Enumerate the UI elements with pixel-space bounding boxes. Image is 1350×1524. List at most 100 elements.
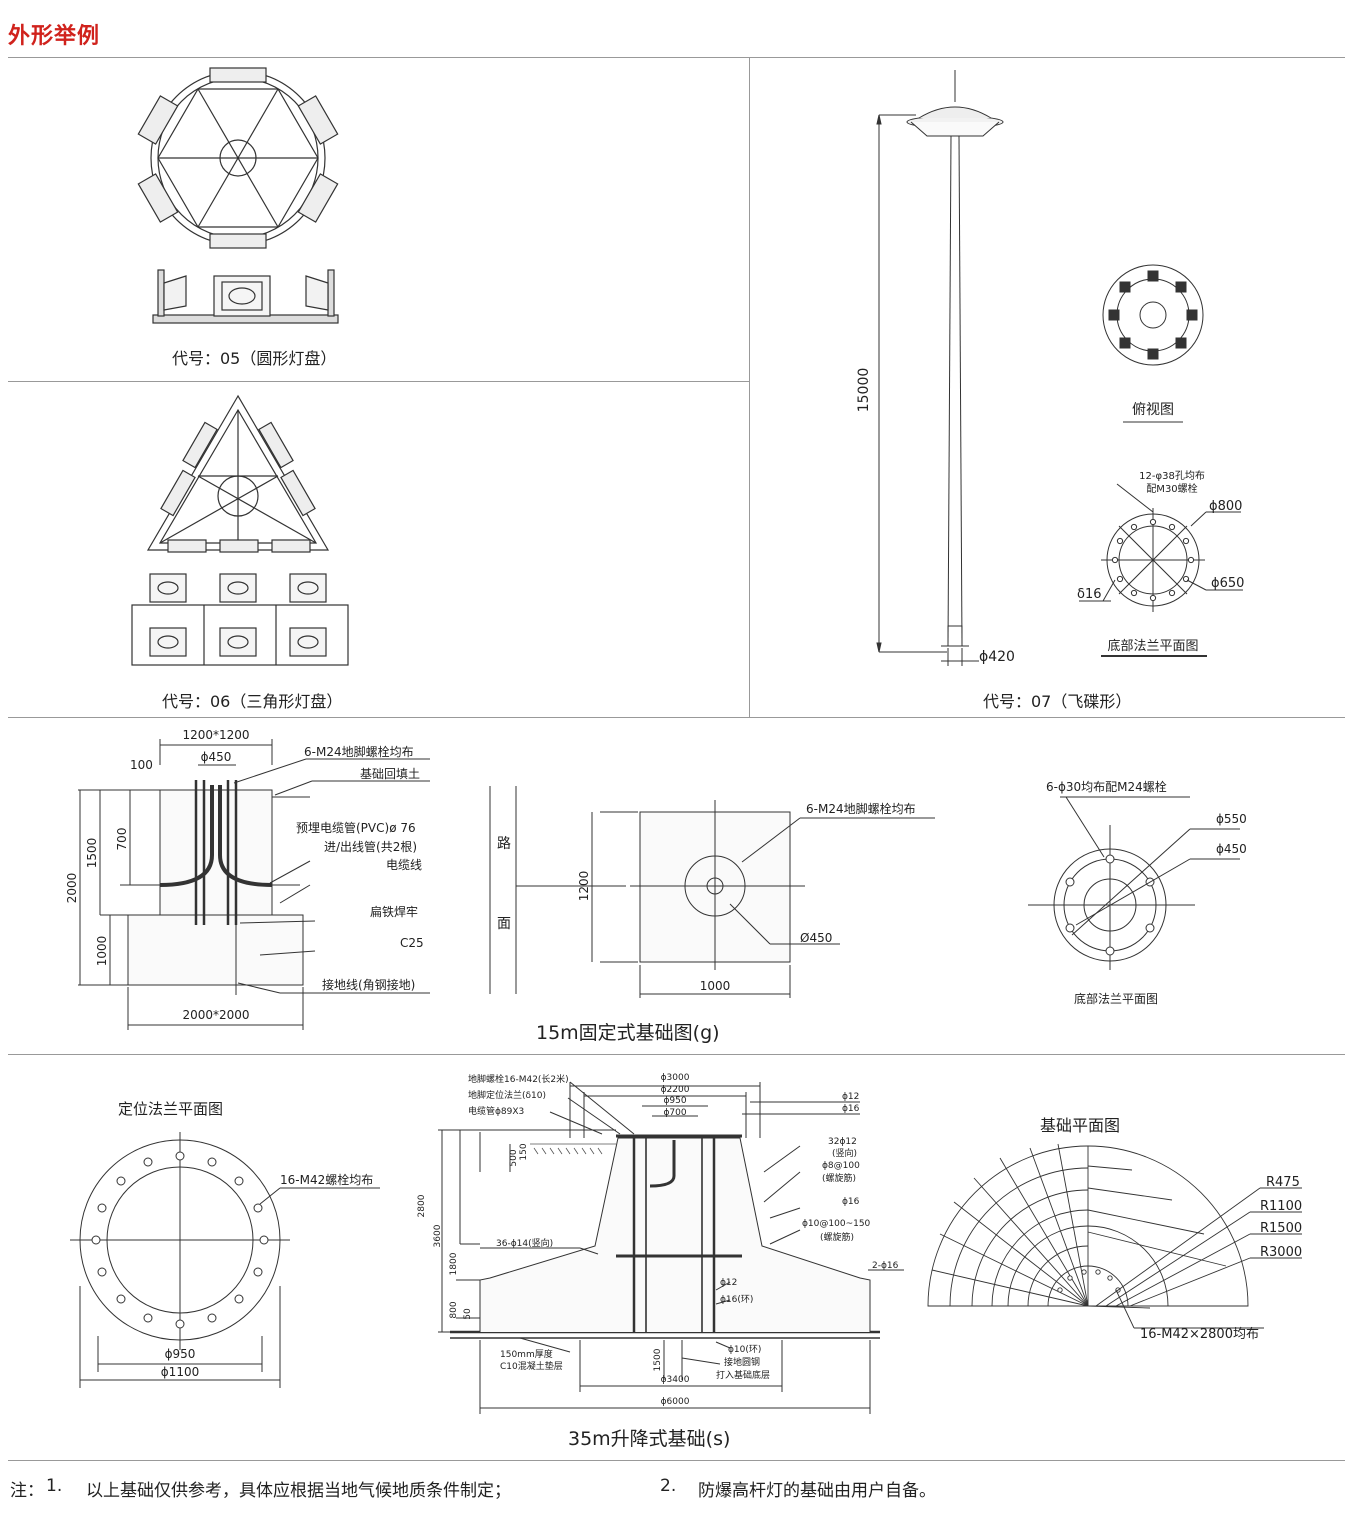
locator-title: 定位法兰平面图	[118, 1100, 224, 1118]
fixed-l-bolts: 6-M24地脚螺栓均布	[304, 744, 414, 759]
note-2-text: 防爆高杆灯的基础由用户自备。	[698, 1481, 936, 1501]
lift-d3000: ϕ3000	[661, 1073, 690, 1083]
lift-foundation-section: 地脚螺栓16-M42(长2米) 地脚定位法兰(δ10) 电缆管ϕ89X3 ϕ30…	[417, 1073, 904, 1414]
lift-d2200: ϕ2200	[661, 1085, 690, 1095]
ufo-flange-thk: δ16	[1077, 587, 1102, 602]
lift-d3400: ϕ3400	[661, 1375, 690, 1385]
fixed-foundation-section: 1200*1200 ϕ450 100 700 1500 2000 1000 20…	[65, 728, 430, 1030]
ufo-flange-holes: 12-φ38孔均布	[1139, 470, 1205, 482]
lift-d6000: ϕ6000	[661, 1397, 690, 1407]
lift-d950: ϕ950	[663, 1096, 686, 1106]
fixed-dim-1000: 1000	[95, 936, 109, 967]
plan-dim-1000: 1000	[700, 979, 731, 993]
locator-l-bolts: 16-M42螺栓均布	[280, 1172, 373, 1187]
notes-prefix: 注：	[10, 1481, 44, 1501]
flange-l-holes: 6-ϕ30均布配M24螺栓	[1046, 779, 1167, 794]
fixed-foundation-plan: 路 面 1200 1000 6-M24地脚螺栓均布 Ø450	[489, 786, 935, 998]
flange-d550: ϕ550	[1216, 812, 1247, 826]
plan-l-bolts: 6-M24地脚螺栓均布	[806, 801, 916, 816]
lift-l-flange: 地脚定位法兰(δ10)	[468, 1089, 546, 1101]
lift-r10b: (螺旋筋)	[820, 1231, 854, 1243]
lift-r10ring: ϕ10(环)	[728, 1344, 761, 1355]
divider-row3	[8, 1054, 1345, 1055]
lift-l-anchor: 地脚螺栓16-M42(长2米)	[468, 1073, 569, 1085]
plan-r475: R475	[1266, 1175, 1300, 1190]
fixed-l-ground: 接地线(角钢接地)	[322, 977, 415, 992]
lift-dim-1500: 1500	[653, 1348, 663, 1371]
fixed-l-pipe: 预埋电缆管(PVC)ø 76	[296, 820, 416, 835]
lift-l-pipe: 电缆管ϕ89X3	[468, 1105, 524, 1117]
ufo-height-text: 15000	[856, 368, 872, 413]
lift-r10: ϕ10@100~150	[802, 1219, 871, 1229]
lift-l-pad1: 150mm厚度	[500, 1348, 553, 1360]
plan-r1500: R1500	[1260, 1221, 1302, 1236]
lift-plan-title: 基础平面图	[1040, 1116, 1121, 1135]
plan-r3000: R3000	[1260, 1245, 1302, 1260]
plan-dim-1200: 1200	[577, 871, 591, 902]
lift-r32b: (竖向)	[832, 1147, 857, 1159]
lift-dim-2800: 2800	[417, 1194, 427, 1217]
fixed-l-inout: 进/出线管(共2根)	[324, 839, 417, 854]
lift-r16: ϕ16	[842, 1104, 860, 1114]
fixed-top-size: 1200*1200	[182, 728, 249, 742]
plan-l-bolts: 16-M42×2800均布	[1140, 1327, 1259, 1342]
note-1-text: 以上基础仅供参考，具体应根据当地气候地质条件制定；	[86, 1481, 511, 1501]
fixed-l-cable: 电缆线	[386, 858, 422, 872]
fixed-dim-1500: 1500	[85, 838, 99, 869]
lift-dim-50: 50	[463, 1308, 473, 1320]
circle-panel-drawing	[137, 67, 339, 324]
plan-r1100: R1100	[1260, 1199, 1302, 1214]
triangle-panel-caption: 代号：06（三角形灯盘）	[162, 692, 343, 711]
lift-r32: 32ϕ12	[828, 1137, 857, 1147]
fixed-l-backfill: 基础回填土	[360, 767, 420, 781]
lift-dim-800: 800	[449, 1301, 459, 1318]
page-title: 外形举例	[8, 24, 101, 49]
fixed-l-c25: C25	[400, 936, 424, 950]
fixed-bolt-circle: ϕ450	[201, 750, 232, 764]
plan-l-dia: Ø450	[800, 931, 832, 945]
locator-d1100: ϕ1100	[161, 1365, 199, 1379]
fixed-dim-700: 700	[115, 828, 129, 851]
ufo-caption: 代号：07（飞碟形）	[983, 692, 1132, 711]
ufo-flange-title: 底部法兰平面图	[1107, 638, 1198, 654]
fixed-l-weld: 扁铁焊牢	[370, 904, 418, 919]
lift-l-ground1: 接地圆钢	[724, 1356, 760, 1368]
lift-r12b: ϕ12	[720, 1278, 737, 1288]
divider-row2	[8, 717, 1345, 718]
lift-r12: ϕ12	[842, 1092, 859, 1102]
divider-row4	[8, 1460, 1345, 1461]
lift-foundation-title: 35m升降式基础(s)	[568, 1428, 731, 1450]
lift-r8: ϕ8@100	[822, 1161, 860, 1171]
lift-r2: 2-ϕ16	[872, 1261, 899, 1271]
lift-dim-150: 150	[519, 1143, 529, 1160]
ufo-height-label: 15000	[856, 368, 872, 413]
fixed-bottom-size: 2000*2000	[182, 1008, 249, 1022]
lift-r36: 36-ϕ14(竖向)	[496, 1237, 553, 1249]
lift-r16b: ϕ16	[842, 1197, 860, 1207]
flange-title: 底部法兰平面图	[1074, 991, 1158, 1006]
lift-r8b: (螺旋筋)	[822, 1172, 856, 1184]
fixed-dim-100: 100	[130, 758, 153, 772]
divider-vertical	[749, 57, 750, 717]
lift-d700: ϕ700	[663, 1108, 686, 1118]
lift-l-ground2: 打入基础底层	[716, 1369, 770, 1381]
lift-dim-3600: 3600	[433, 1224, 443, 1247]
ground-hatch	[530, 1143, 616, 1155]
fixed-dim-2000: 2000	[65, 873, 79, 904]
lift-r16ring: ϕ16(环)	[720, 1294, 753, 1305]
plan-road-1: 路	[497, 836, 511, 852]
fixed-flange-drawing: 6-ϕ30均布配M24螺栓 ϕ550 ϕ450 底部法兰平面图	[1028, 779, 1247, 1006]
ufo-top-view-label: 俯视图	[1132, 402, 1174, 418]
ufo-flange-bolts: 配M30螺栓	[1146, 482, 1197, 495]
divider-left-mid	[8, 381, 749, 382]
locator-d950: ϕ950	[165, 1347, 196, 1361]
fixed-foundation-title: 15m固定式基础图(g)	[536, 1022, 720, 1044]
lift-plan-drawing: R475 R1100 R1500 R3000 16-M42×2800均布	[927, 1143, 1302, 1342]
locator-flange-drawing: 16-M42螺栓均布 ϕ950 ϕ1100	[70, 1132, 380, 1388]
triangle-panel-drawing	[131, 394, 349, 666]
note-2-num: 2.	[660, 1476, 677, 1496]
ufo-flange-d650: ϕ650	[1211, 576, 1244, 591]
note-1-num: 1.	[46, 1476, 63, 1496]
plan-road-2: 面	[497, 916, 511, 932]
ufo-flange-d800: ϕ800	[1209, 499, 1242, 514]
